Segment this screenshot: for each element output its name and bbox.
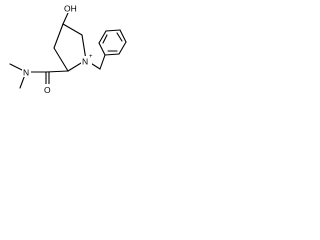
carbonyl-oxygen-label: O [44,85,51,95]
amide-nitrogen-label: N [23,68,29,78]
bond-c5-n1 [81,34,87,61]
phenyl-bond-1 [104,53,120,56]
bond-c4-c5 [62,23,83,36]
bond-c2-c3 [53,47,69,72]
phenyl-bond-2 [118,41,127,55]
bond-c2-carbonyl [45,70,69,73]
bond-ch2-ring [99,54,106,70]
benzyl-group [88,29,127,70]
phenyl-double-2 [116,32,123,42]
phenyl-bond-6 [98,42,106,56]
phenyl-ring [98,29,127,56]
phenyl-bond-4 [105,29,121,32]
ring-nitrogen-label: N [82,57,88,67]
phenyl-bond-3 [119,29,127,43]
bond-c3-c4 [53,23,64,49]
dimethylcarboxamide-group [9,63,69,89]
hydroxyl-label: OH [64,4,77,14]
chemical-structure-diagram: OH N + O N [9,3,127,95]
bond-c4-oh [62,12,69,25]
phenyl-double-3 [102,34,108,44]
ring-nitrogen-marker: + [89,54,93,60]
phenyl-bond-5 [98,30,107,44]
